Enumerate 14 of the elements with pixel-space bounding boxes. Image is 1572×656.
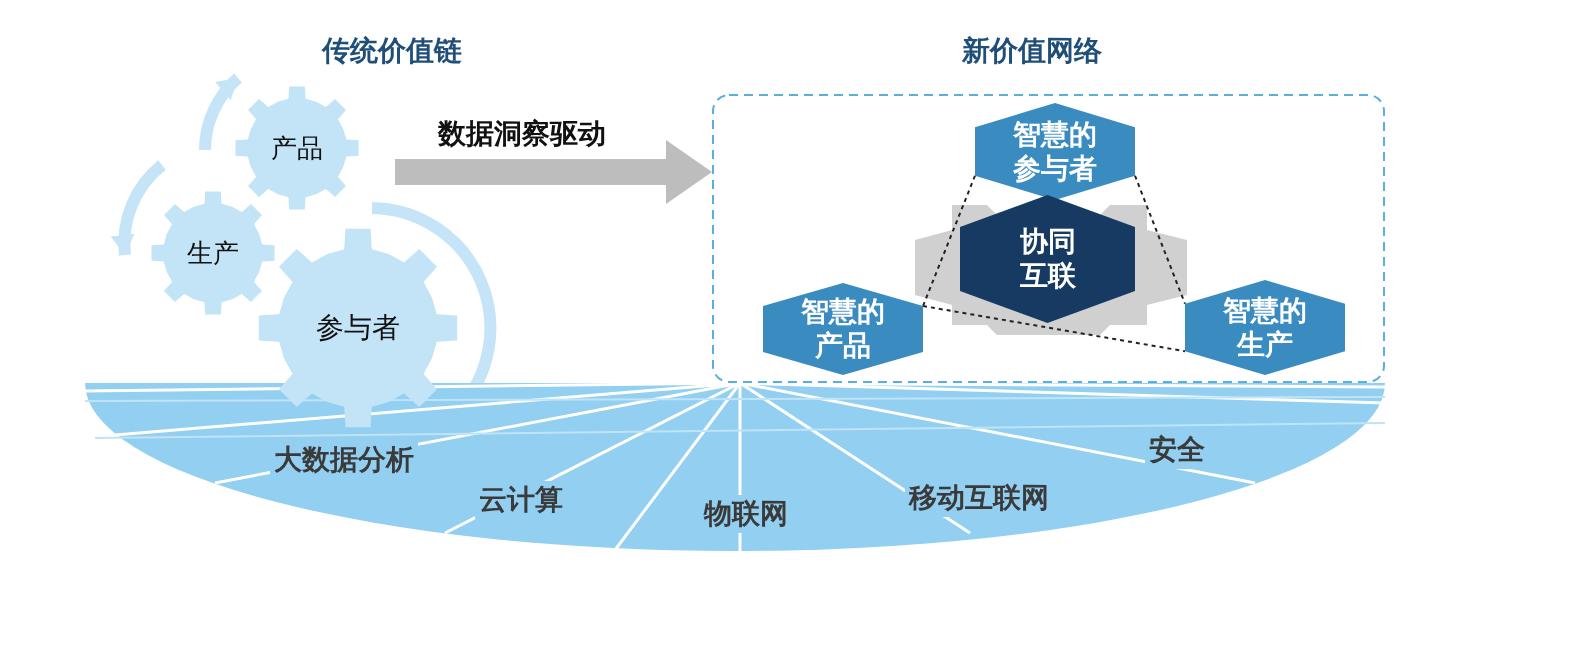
hexagon-box: 协同互联 (960, 195, 1135, 323)
hexagon-box: 智慧的参与者 (975, 103, 1135, 200)
gear-shape: 产品 (235, 86, 359, 210)
connector-line (1134, 174, 1186, 305)
hexagon-box: 智慧的产品 (763, 283, 923, 375)
connector-line (922, 174, 976, 307)
section-heading: 传统价值链 (322, 33, 462, 69)
section-heading: 新价值网络 (962, 33, 1102, 69)
gear-shape: 生产 (151, 191, 275, 315)
connector-line (922, 305, 1186, 353)
gear-shape: 参与者 (258, 228, 458, 428)
hexagon-box: 智慧的生产 (1185, 280, 1345, 375)
edge-label: 数据洞察驱动 (438, 116, 606, 152)
arrow (395, 140, 712, 204)
